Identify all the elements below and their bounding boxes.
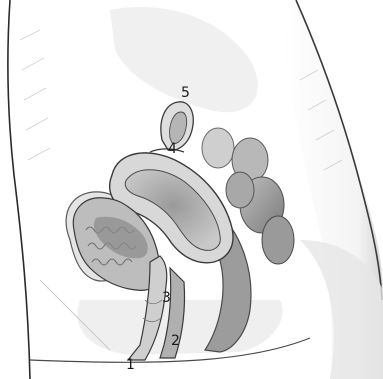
label-2: 2 bbox=[171, 333, 180, 349]
label-3: 3 bbox=[162, 290, 171, 306]
label-4: 4 bbox=[168, 141, 177, 157]
label-1: 1 bbox=[126, 357, 135, 373]
label-5: 5 bbox=[181, 85, 190, 101]
